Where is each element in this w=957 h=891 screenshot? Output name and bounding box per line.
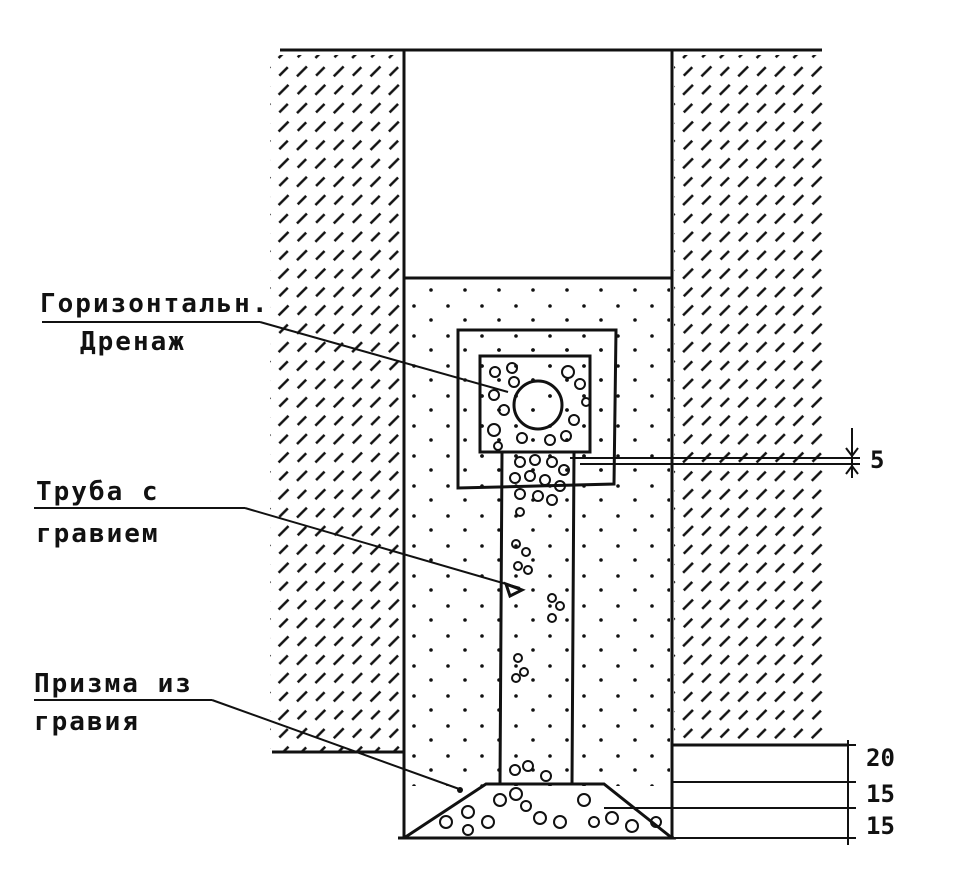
- drain-outer-box: [456, 328, 618, 490]
- leader-pipe: [244, 507, 521, 589]
- label-prism-line1: Призма из: [34, 669, 193, 699]
- label-prism-line2: гравия: [34, 707, 140, 737]
- tube-gravel: [509, 454, 570, 782]
- dim-d3-value: 15: [866, 812, 895, 840]
- label-pipe-line1: Труба с: [36, 477, 160, 507]
- label-pipe-line2: гравием: [36, 519, 160, 549]
- dim-d1-value: 20: [866, 744, 895, 772]
- drain-pipe: [512, 379, 564, 431]
- leader-drain: [259, 321, 509, 393]
- soil-left: [270, 55, 404, 752]
- label-drain-line1: Горизонтальн.: [40, 289, 270, 319]
- dim-d2-value: 15: [866, 780, 895, 808]
- label-drain-line2: Дренаж: [80, 327, 186, 357]
- drain-gravel: [487, 362, 591, 451]
- leader-prism: [211, 699, 463, 791]
- drain-inner-box: [478, 354, 592, 454]
- dim-gap-value: 5: [870, 446, 884, 474]
- prism-gravel: [439, 787, 662, 836]
- soil-right: [674, 55, 824, 745]
- gravel-prism: [398, 782, 677, 840]
